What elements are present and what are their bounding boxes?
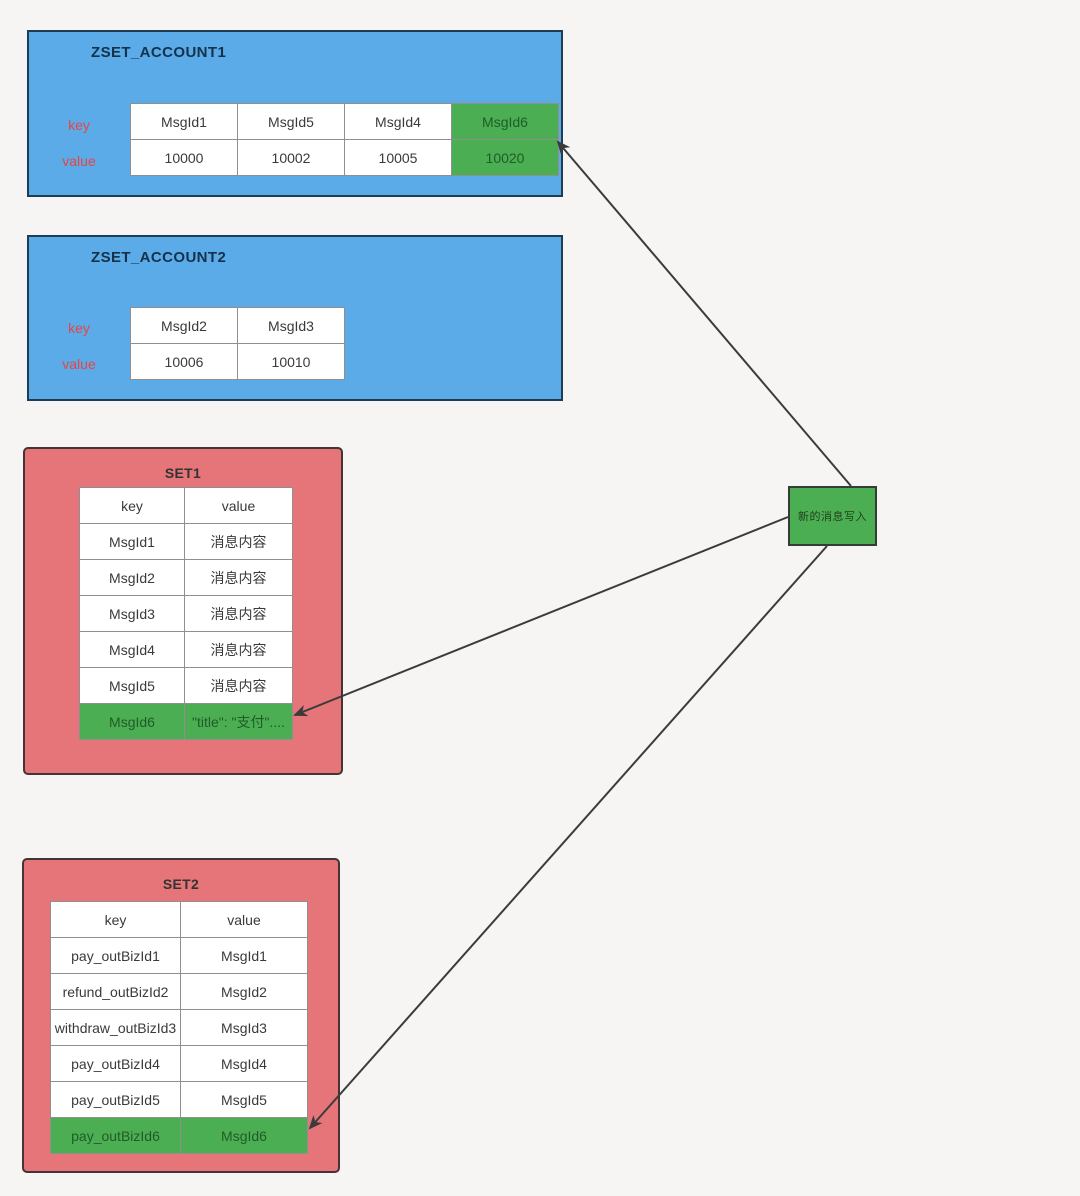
- value-cell-highlighted: MsgId6: [180, 1117, 308, 1154]
- key-cell: MsgId2: [130, 307, 238, 344]
- zset-account1-table: MsgId1 MsgId5 MsgId4 MsgId6 10000 10002 …: [130, 103, 559, 176]
- table-row-highlighted: pay_outBizId6 MsgId6: [50, 1117, 308, 1154]
- zset-account2-table: MsgId2 MsgId3 10006 10010: [130, 307, 345, 380]
- table-row: MsgId1 消息内容: [79, 523, 293, 560]
- table-row: pay_outBizId1 MsgId1: [50, 937, 308, 974]
- zset-account1-key-row: MsgId1 MsgId5 MsgId4 MsgId6: [130, 103, 559, 140]
- value-cell-highlighted: "title": "支付"....: [184, 703, 293, 740]
- value-cell-highlighted: 10020: [451, 139, 559, 176]
- set2-panel: SET2 key value pay_outBizId1 MsgId1 refu…: [22, 858, 340, 1173]
- zset-account2-value-row: 10006 10010: [130, 343, 345, 380]
- set2-header-row: key value: [50, 901, 308, 938]
- table-row-highlighted: MsgId6 "title": "支付"....: [79, 703, 293, 740]
- key-cell: MsgId3: [237, 307, 345, 344]
- set1-title: SET1: [164, 465, 202, 481]
- key-cell: refund_outBizId2: [50, 973, 181, 1010]
- table-row: withdraw_outBizId3 MsgId3: [50, 1009, 308, 1046]
- set1-header-row: key value: [79, 487, 293, 524]
- value-cell: 消息内容: [184, 631, 293, 668]
- column-header-value: value: [180, 901, 308, 938]
- key-cell: MsgId2: [79, 559, 185, 596]
- table-row: refund_outBizId2 MsgId2: [50, 973, 308, 1010]
- value-cell: 10002: [237, 139, 345, 176]
- new-message-box: 新的消息写入: [788, 486, 877, 546]
- key-cell: MsgId5: [79, 667, 185, 704]
- value-cell: 10006: [130, 343, 238, 380]
- value-cell: MsgId1: [180, 937, 308, 974]
- key-cell: MsgId4: [79, 631, 185, 668]
- table-row: MsgId5 消息内容: [79, 667, 293, 704]
- value-cell: 10010: [237, 343, 345, 380]
- value-cell: MsgId3: [180, 1009, 308, 1046]
- value-cell: 消息内容: [184, 595, 293, 632]
- table-row: MsgId4 消息内容: [79, 631, 293, 668]
- set1-panel: SET1 key value MsgId1 消息内容 MsgId2 消息内容 M…: [23, 447, 343, 775]
- arrow-new-message-to-set2: [308, 545, 828, 1130]
- column-header-key: key: [79, 487, 185, 524]
- key-cell: pay_outBizId4: [50, 1045, 181, 1082]
- value-cell: 消息内容: [184, 523, 293, 560]
- zset-account2-key-label: key: [68, 320, 90, 336]
- key-cell-highlighted: MsgId6: [451, 103, 559, 140]
- key-cell: MsgId5: [237, 103, 345, 140]
- table-row: pay_outBizId4 MsgId4: [50, 1045, 308, 1082]
- set2-table: key value pay_outBizId1 MsgId1 refund_ou…: [50, 901, 308, 1154]
- zset-account1-key-label: key: [68, 117, 90, 133]
- key-cell-highlighted: MsgId6: [79, 703, 185, 740]
- table-row: MsgId3 消息内容: [79, 595, 293, 632]
- zset-account2-value-label: value: [62, 356, 96, 372]
- zset-account1-value-label: value: [62, 153, 96, 169]
- column-header-key: key: [50, 901, 181, 938]
- value-cell: 消息内容: [184, 559, 293, 596]
- zset-account1-title: ZSET_ACCOUNT1: [91, 44, 227, 61]
- table-row: MsgId2 消息内容: [79, 559, 293, 596]
- arrow-new-message-to-zset-account1: [556, 140, 852, 487]
- zset-account1-value-row: 10000 10002 10005 10020: [130, 139, 559, 176]
- value-cell: 10005: [344, 139, 452, 176]
- value-cell: MsgId4: [180, 1045, 308, 1082]
- value-cell: 10000: [130, 139, 238, 176]
- key-cell: pay_outBizId5: [50, 1081, 181, 1118]
- zset-account2-key-row: MsgId2 MsgId3: [130, 307, 345, 344]
- key-cell: MsgId1: [79, 523, 185, 560]
- value-cell: MsgId2: [180, 973, 308, 1010]
- zset-account2-panel: ZSET_ACCOUNT2 key value MsgId2 MsgId3 10…: [27, 235, 563, 401]
- set1-table: key value MsgId1 消息内容 MsgId2 消息内容 MsgId3…: [79, 487, 293, 740]
- value-cell: MsgId5: [180, 1081, 308, 1118]
- key-cell: withdraw_outBizId3: [50, 1009, 181, 1046]
- key-cell-highlighted: pay_outBizId6: [50, 1117, 181, 1154]
- column-header-value: value: [184, 487, 293, 524]
- key-cell: MsgId1: [130, 103, 238, 140]
- zset-account2-title: ZSET_ACCOUNT2: [91, 249, 227, 266]
- table-row: pay_outBizId5 MsgId5: [50, 1081, 308, 1118]
- value-cell: 消息内容: [184, 667, 293, 704]
- key-cell: pay_outBizId1: [50, 937, 181, 974]
- set2-title: SET2: [162, 876, 200, 892]
- arrow-new-message-to-set1: [293, 516, 789, 717]
- key-cell: MsgId3: [79, 595, 185, 632]
- zset-account1-panel: ZSET_ACCOUNT1 key value MsgId1 MsgId5 Ms…: [27, 30, 563, 197]
- key-cell: MsgId4: [344, 103, 452, 140]
